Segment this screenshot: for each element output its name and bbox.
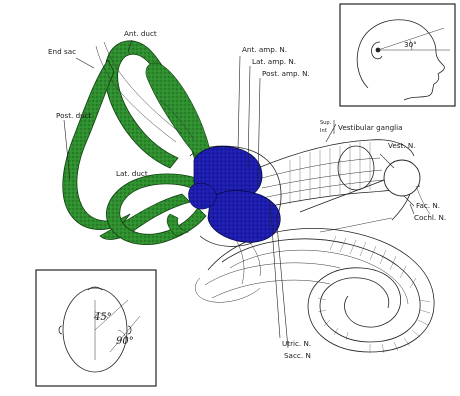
label-post-duct: Post. duct — [56, 111, 92, 120]
label-post-amp-n: Post. amp. N. — [262, 69, 310, 78]
head-tilt-angle: 30° — [404, 40, 417, 49]
semicircular-canals — [63, 41, 210, 245]
label-vest-n: Vest. N. — [388, 141, 416, 150]
label-cochl-n: Cochl. N. — [414, 213, 446, 222]
label-lat-duct: Lat. duct — [116, 169, 148, 178]
cochlea — [195, 228, 434, 353]
anterior-canal-inner — [146, 63, 210, 156]
inset-skull-top: 45° 90° — [36, 270, 156, 386]
label-end-sac: End sac — [48, 47, 76, 56]
skull-angle-45: 45° — [93, 312, 112, 323]
label-vestibular-ganglia: Vestibular ganglia — [338, 123, 403, 132]
label-ant-amp-n: Ant. amp. N. — [242, 45, 287, 54]
label-sacc-n: Sacc. N — [284, 351, 311, 360]
label-lat-amp-n: Lat. amp. N. — [252, 57, 296, 66]
skull-angle-90: 90° — [116, 336, 134, 347]
label-sup: Sup. — [320, 120, 332, 126]
label-ant-duct: Ant. duct — [124, 29, 157, 38]
ampullae-and-sacs — [189, 147, 281, 243]
facial-cochlear-nerves — [300, 160, 430, 232]
saccule — [208, 190, 280, 242]
cochlea-hatching — [318, 236, 430, 353]
label-utric-n: Utric. N. — [282, 339, 311, 348]
ampulla-lateral — [189, 183, 217, 209]
label-inf: Inf. — [320, 128, 328, 134]
inset-head-profile: 30° — [340, 4, 455, 106]
label-fac-n: Fac. N. — [416, 201, 440, 210]
